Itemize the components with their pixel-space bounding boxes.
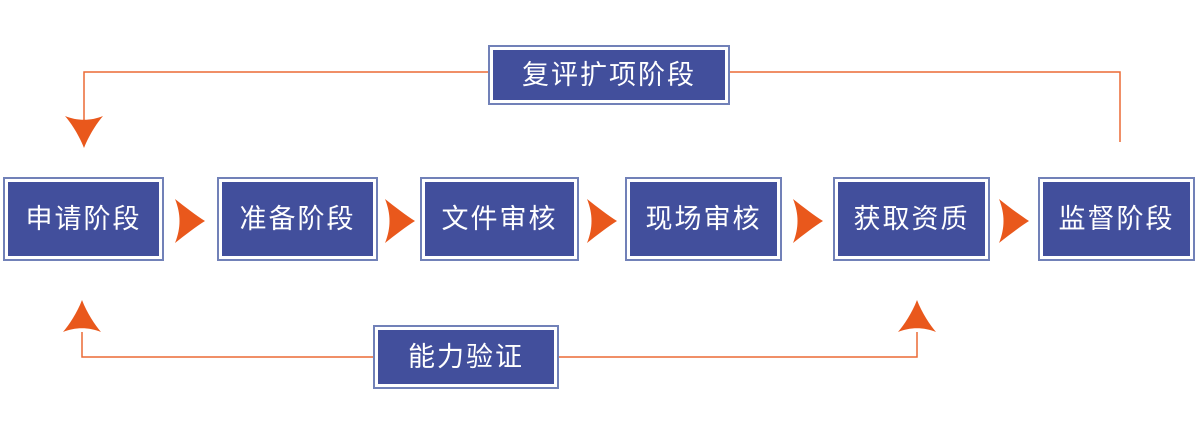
stage-box-application: 申请阶段 <box>5 179 162 259</box>
stage-label: 现场审核 <box>645 203 762 235</box>
stage-label: 准备阶段 <box>239 203 356 235</box>
stage-label: 监督阶段 <box>1058 203 1175 235</box>
stage-box-supervision: 监督阶段 <box>1040 179 1193 259</box>
stage-box-preparation: 准备阶段 <box>219 179 376 259</box>
stage-label: 获取资质 <box>853 203 970 235</box>
arrow-up-icon <box>898 300 936 332</box>
stage-box-onsite-review: 现场审核 <box>627 179 780 259</box>
arrow-down-icon <box>65 116 103 148</box>
loop-label-reassessment: 复评扩项阶段 <box>490 47 728 103</box>
stage-box-document-review: 文件审核 <box>422 179 577 259</box>
loop-label-proficiency-testing: 能力验证 <box>375 327 557 387</box>
stage-label: 文件审核 <box>441 203 558 235</box>
stage-box-obtain-qualification: 获取资质 <box>835 179 988 259</box>
chevron-right-icon <box>587 199 617 243</box>
stage-label: 申请阶段 <box>25 203 142 235</box>
loop-label: 复评扩项阶段 <box>522 59 696 91</box>
chevron-right-icon <box>999 199 1029 243</box>
chevron-right-icon <box>385 199 415 243</box>
loop-label: 能力验证 <box>408 341 524 373</box>
chevron-right-icon <box>793 199 823 243</box>
arrow-up-icon <box>63 300 101 332</box>
chevron-right-icon <box>175 199 205 243</box>
